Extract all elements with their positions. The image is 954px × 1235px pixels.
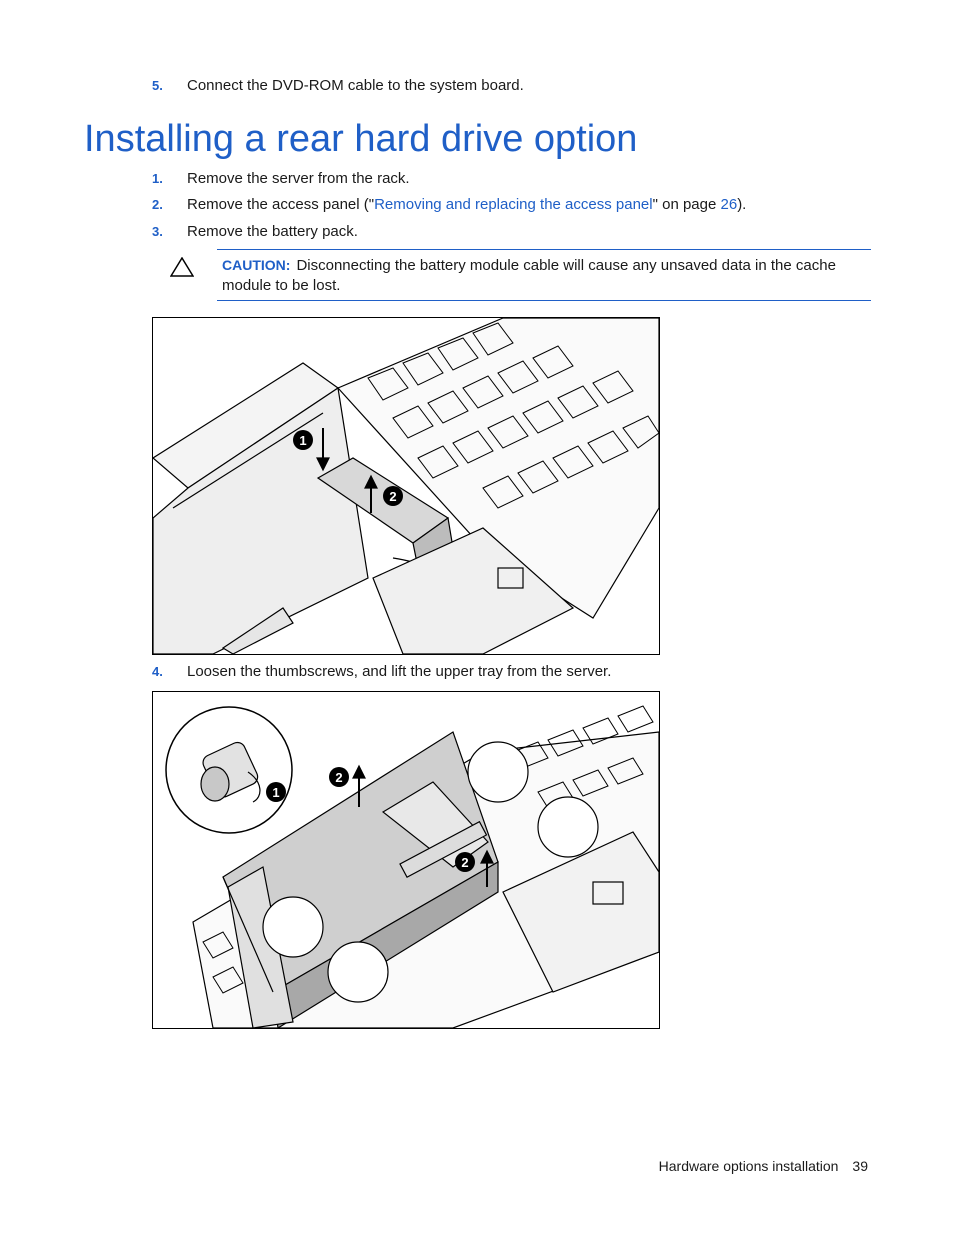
step-number: 4. bbox=[152, 664, 163, 679]
step-text-pre: Remove the access panel (" bbox=[187, 196, 375, 213]
page-link[interactable]: 26 bbox=[720, 196, 738, 213]
caution-label: CAUTION: bbox=[222, 257, 291, 273]
callout-2-icon bbox=[329, 767, 349, 787]
page-number: 39 bbox=[852, 1158, 868, 1174]
footer-section: Hardware options installation bbox=[658, 1158, 839, 1174]
caution-text: CAUTION:Disconnecting the battery module… bbox=[222, 255, 862, 296]
callout-label: 1 bbox=[272, 785, 279, 800]
caution-message: Disconnecting the battery module cable w… bbox=[222, 257, 836, 294]
step-number: 3. bbox=[152, 224, 163, 239]
step-text: Remove the server from the rack. bbox=[187, 170, 410, 187]
page-footer: Hardware options installation 39 bbox=[659, 1158, 868, 1174]
step-text: Remove the battery pack. bbox=[187, 223, 358, 240]
step-text: Connect the DVD-ROM cable to the system … bbox=[187, 77, 524, 94]
caution-box: CAUTION:Disconnecting the battery module… bbox=[170, 249, 871, 301]
step-number: 2. bbox=[152, 197, 163, 212]
access-panel-link[interactable]: Removing and replacing the access panel bbox=[374, 196, 653, 213]
callout-2-icon bbox=[455, 852, 475, 872]
callout-1-icon bbox=[293, 430, 313, 450]
warning-triangle-icon bbox=[170, 257, 194, 277]
step-text-post: ). bbox=[737, 196, 747, 213]
battery-removal-illustration: 1 2 bbox=[152, 317, 660, 655]
section-heading: Installing a rear hard drive option bbox=[84, 118, 638, 160]
step-text-mid: " on page bbox=[652, 196, 721, 213]
callout-label: 2 bbox=[461, 855, 468, 870]
step-text: Loosen the thumbscrews, and lift the upp… bbox=[187, 663, 612, 680]
step-number: 1. bbox=[152, 171, 163, 186]
step-number: 5. bbox=[152, 78, 163, 93]
callout-label: 1 bbox=[299, 433, 306, 448]
callout-1-icon bbox=[266, 782, 286, 802]
callout-2-icon bbox=[383, 486, 403, 506]
callout-label: 2 bbox=[389, 489, 396, 504]
callout-label: 2 bbox=[335, 770, 342, 785]
step-text: Remove the access panel ("Removing and r… bbox=[187, 196, 746, 214]
upper-tray-removal-illustration: 1 2 2 bbox=[152, 691, 660, 1029]
